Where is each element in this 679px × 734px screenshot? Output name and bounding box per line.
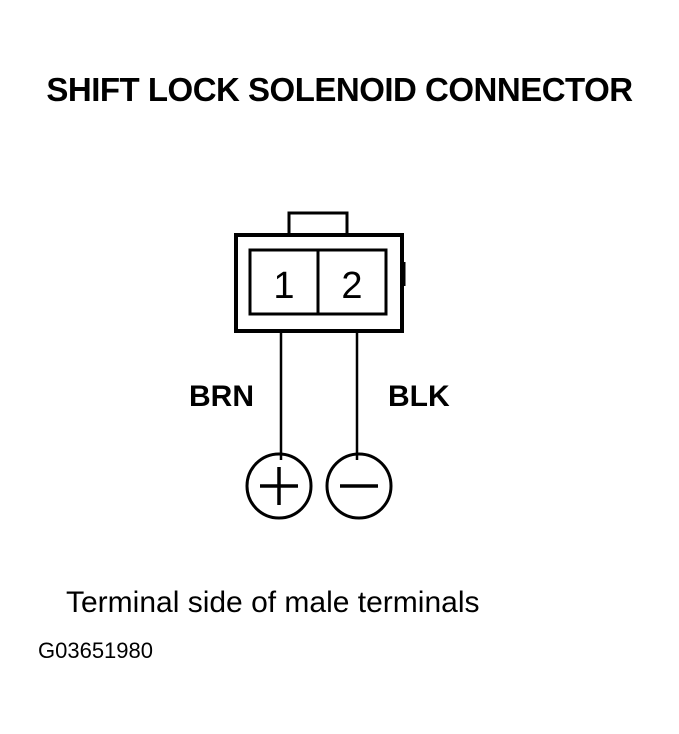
diagram-caption: Terminal side of male terminals [66, 586, 480, 619]
negative-terminal-icon [325, 452, 393, 520]
wire-color-label-2: BLK [388, 380, 450, 413]
connector-outer-shell [234, 233, 404, 333]
connector-lock-tab [287, 211, 349, 237]
figure-id: G03651980 [38, 638, 153, 663]
connector-housing [234, 211, 406, 333]
wire-color-label-1: BRN [189, 380, 254, 413]
positive-terminal-icon [245, 452, 313, 520]
terminal-1-number: 1 [273, 265, 294, 307]
diagram-title: SHIFT LOCK SOLENOID CONNECTOR [46, 71, 633, 108]
terminal-2-number: 2 [341, 265, 362, 307]
